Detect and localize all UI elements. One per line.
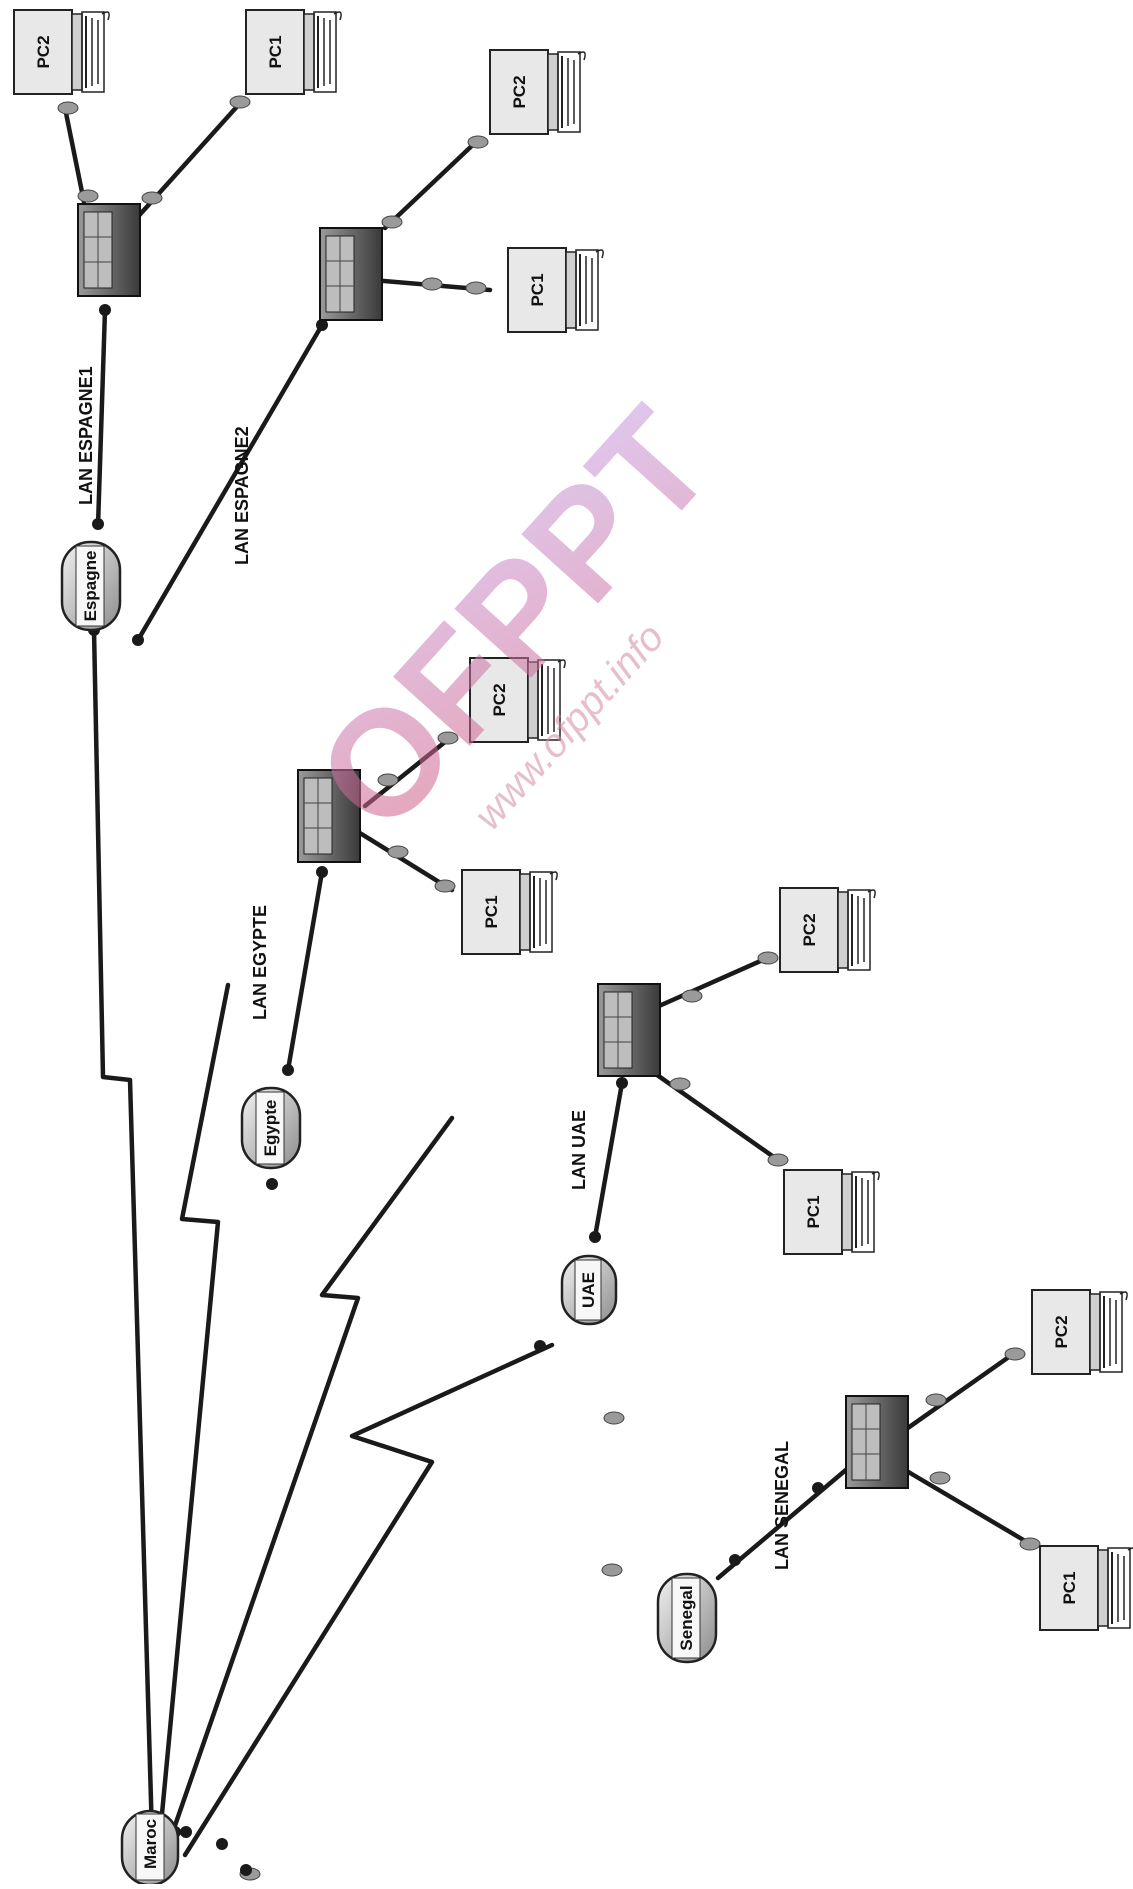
lan-espagne1-label: LAN ESPAGNE1 bbox=[76, 366, 96, 505]
router-maroc[interactable]: Maroc bbox=[120, 1809, 180, 1887]
pc1-egypte[interactable]: PC1 bbox=[461, 869, 559, 955]
pc1-senegal[interactable]: PC1 bbox=[1039, 1545, 1133, 1631]
svg-text:LAN EGYPTE: LAN EGYPTE bbox=[250, 905, 270, 1020]
pc-label: PC2 bbox=[34, 35, 53, 68]
link-espagne-switch-espagne2 bbox=[135, 322, 325, 643]
pc-label: PC1 bbox=[482, 895, 501, 928]
lan-uae-label: LAN UAE bbox=[569, 1110, 589, 1190]
pc1-espagne1[interactable]: PC1 bbox=[245, 9, 343, 95]
router-espagne-label: Espagne bbox=[81, 551, 100, 622]
router-espagne[interactable]: Espagne bbox=[60, 540, 122, 632]
switch-uae[interactable] bbox=[597, 983, 661, 1077]
pc2-uae[interactable]: PC2 bbox=[779, 887, 877, 973]
router-uae-label: UAE bbox=[579, 1272, 598, 1308]
router-egypte[interactable]: Egypte bbox=[240, 1086, 302, 1170]
switch-espagne1[interactable] bbox=[77, 203, 141, 297]
router-senegal-label: Senegal bbox=[677, 1585, 696, 1650]
link-maroc-espagne bbox=[91, 627, 155, 1838]
pc2-espagne2[interactable]: PC2 bbox=[489, 49, 587, 135]
pc-label: PC1 bbox=[528, 273, 547, 306]
switch-espagne2[interactable] bbox=[319, 227, 383, 321]
link-uae-switch bbox=[592, 1080, 625, 1240]
pc-label: PC1 bbox=[804, 1195, 823, 1228]
pc-label: PC2 bbox=[1052, 1315, 1071, 1348]
link-egypte-switch bbox=[285, 869, 325, 1073]
pc1-uae[interactable]: PC1 bbox=[783, 1169, 881, 1255]
link-espagne-switch-espagne1 bbox=[95, 307, 108, 529]
svg-text:LAN ESPAGNE1: LAN ESPAGNE1 bbox=[76, 366, 96, 505]
pc-label: PC2 bbox=[800, 913, 819, 946]
link-maroc-uae bbox=[167, 1115, 455, 1843]
router-senegal[interactable]: Senegal bbox=[656, 1572, 718, 1664]
pc2-senegal[interactable]: PC2 bbox=[1031, 1289, 1129, 1375]
svg-text:LAN SENEGAL: LAN SENEGAL bbox=[772, 1441, 792, 1570]
pc-label: PC2 bbox=[510, 75, 529, 108]
link-senegal-switch bbox=[715, 1455, 863, 1581]
svg-text:LAN UAE: LAN UAE bbox=[569, 1110, 589, 1190]
router-maroc-label: Maroc bbox=[141, 1819, 160, 1869]
pc-label: PC1 bbox=[1060, 1571, 1079, 1604]
pc2-espagne1[interactable]: PC2 bbox=[13, 9, 111, 95]
router-uae[interactable]: UAE bbox=[560, 1254, 618, 1326]
router-egypte-label: Egypte bbox=[261, 1100, 280, 1157]
lan-espagne2-label: LAN ESPAGNE2 bbox=[232, 426, 252, 565]
pc1-espagne2[interactable]: PC1 bbox=[507, 247, 605, 333]
pc2-egypte[interactable]: PC2 bbox=[469, 657, 567, 743]
link-connectors bbox=[57, 95, 1041, 1881]
pc-label: PC1 bbox=[266, 35, 285, 68]
link-maroc-senegal bbox=[182, 1342, 555, 1858]
watermark: OFPPT www.ofppt.info bbox=[284, 377, 743, 861]
pc-label: PC2 bbox=[490, 683, 509, 716]
lan-senegal-label: LAN SENEGAL bbox=[772, 1441, 792, 1570]
svg-text:LAN ESPAGNE2: LAN ESPAGNE2 bbox=[232, 426, 252, 565]
lan-egypte-label: LAN EGYPTE bbox=[250, 905, 270, 1020]
link-maroc-egypte bbox=[157, 982, 231, 1838]
switch-senegal[interactable] bbox=[845, 1395, 909, 1489]
